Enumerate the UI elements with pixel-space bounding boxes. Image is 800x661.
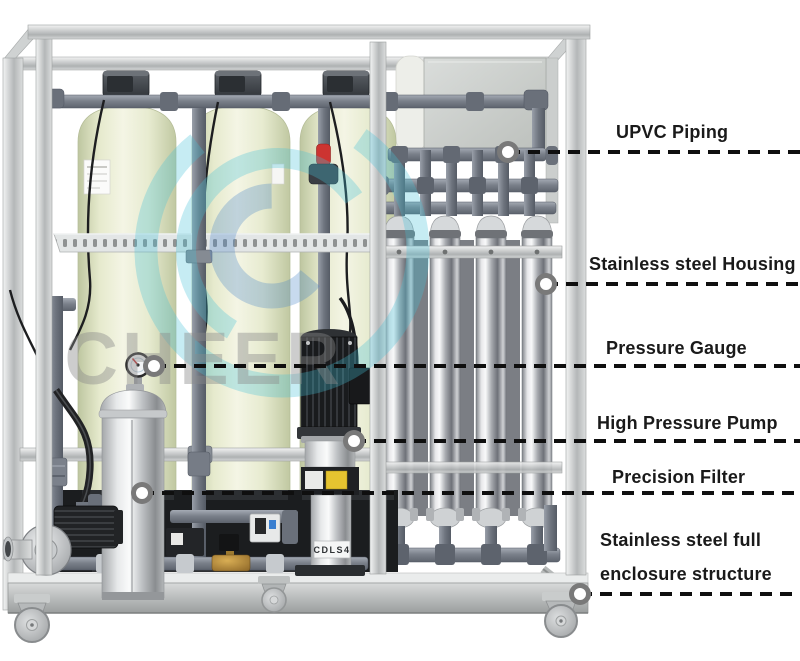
solenoid-valve xyxy=(211,534,251,572)
caster-front-left xyxy=(14,594,50,643)
callout-label-precision-filter: Precision Filter xyxy=(612,467,746,487)
caster-rear xyxy=(258,576,290,613)
callout-label-high-pressure-pump: High Pressure Pump xyxy=(597,413,778,433)
watermark: CHEER xyxy=(64,102,430,400)
callout-line-high-pressure-pump xyxy=(354,439,800,443)
casters xyxy=(14,576,580,643)
callout-label-enclosure-structure: Stainless steel full enclosure structure xyxy=(600,529,772,585)
callout-label-stainless-steel-housing: Stainless steel Housing xyxy=(589,254,796,274)
callout-marker-stainless-steel-housing xyxy=(535,273,557,295)
warning-sticker xyxy=(325,470,348,490)
callout-line-pressure-gauge xyxy=(154,364,800,368)
feed-pump xyxy=(2,494,123,576)
callout-line-upvc-piping xyxy=(508,150,800,154)
top-manifold-piping xyxy=(43,88,549,340)
callout-marker-upvc-piping xyxy=(497,141,519,163)
callout-line-enclosure-structure xyxy=(580,592,800,596)
callout-label-upvc-piping: UPVC Piping xyxy=(616,122,729,142)
watermark-text: CHEER xyxy=(64,317,343,400)
tank-spec-label xyxy=(271,163,285,185)
watermark-swirl-mid xyxy=(176,148,381,352)
callout-label-line-1: Stainless steel full xyxy=(600,530,762,550)
front-piping xyxy=(35,108,369,573)
callout-label-line-2: enclosure structure xyxy=(600,564,772,584)
membrane-housings xyxy=(375,215,563,552)
callout-line-precision-filter xyxy=(142,491,800,495)
callout-marker-precision-filter xyxy=(131,482,153,504)
watermark-swirl-drop xyxy=(209,183,335,309)
callout-marker-pressure-gauge xyxy=(143,355,165,377)
watermark-swirl-outer xyxy=(134,102,430,398)
callout-marker-enclosure-structure xyxy=(569,583,591,605)
pump-model-label: CDLS4 xyxy=(313,545,350,555)
callout-label-pressure-gauge: Pressure Gauge xyxy=(606,338,747,358)
callout-line-stainless-steel-housing xyxy=(546,282,800,286)
callout-marker-high-pressure-pump xyxy=(343,430,365,452)
